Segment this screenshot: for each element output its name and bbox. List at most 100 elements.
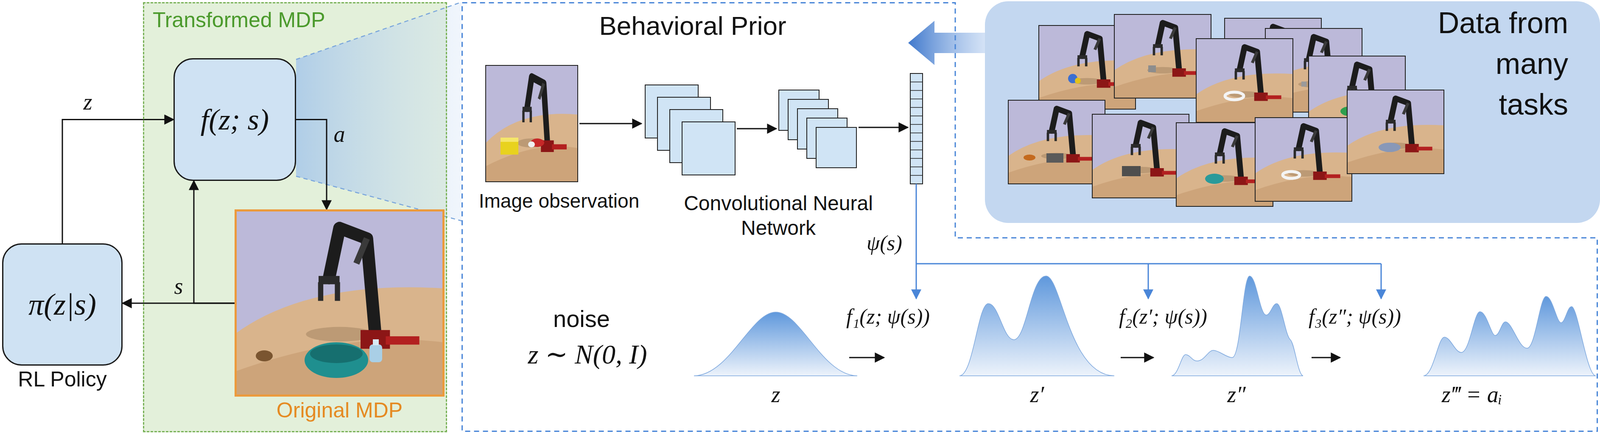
task-thumbnails: [1378, 142, 1401, 152]
edge-label: a: [333, 122, 346, 146]
environment-image: [310, 344, 363, 363]
cnn-layers: [816, 127, 857, 168]
policy-box: π(z|s)RL Policy: [2, 243, 123, 366]
conditioning-lines: [915, 183, 918, 299]
cnn-layers: [682, 121, 736, 175]
observation-image: [485, 65, 578, 182]
region-title: Behavioral Prior: [586, 10, 799, 41]
region-outline: [462, 2, 1598, 431]
distribution-curves: [693, 311, 858, 376]
noise-label: noise: [553, 305, 610, 332]
environment-image: [369, 344, 383, 362]
distribution-curves: [959, 275, 1115, 376]
flow-step-label: f₃(z″; ψ(s)): [1308, 304, 1402, 328]
function-label: f(z; s): [200, 102, 269, 137]
math-label: z ∼ N(0, I): [527, 339, 647, 370]
environment-image: [234, 209, 445, 397]
task-thumbnails: [1225, 92, 1244, 100]
flow-step-label: f₁(z; ψ(s)): [846, 304, 930, 328]
variable-label: z″: [1227, 381, 1246, 407]
task-thumbnails: [1282, 171, 1300, 179]
task-thumbnails: [1255, 117, 1352, 202]
task-thumbnails: [1092, 114, 1189, 198]
task-thumbnails: [1046, 153, 1064, 163]
region-outline: [461, 2, 1598, 432]
math-label: ψ(s): [866, 231, 903, 255]
data-flow-arrow: [908, 20, 985, 65]
conditioning-lines: [1147, 263, 1150, 299]
conditioning-lines: [1380, 263, 1382, 299]
flow-arrows: [849, 356, 1340, 359]
distribution-curves: [693, 275, 1596, 376]
cnn-layers: [645, 84, 857, 175]
task-thumbnails: [1301, 81, 1307, 87]
flow-arrows: [849, 356, 884, 359]
task-thumbnails: [1008, 14, 1444, 207]
variable-label: z: [771, 381, 781, 407]
environment-image: [304, 341, 369, 378]
task-thumbnails: [1347, 89, 1444, 174]
environment-frame: Original MDP: [234, 209, 445, 397]
observation-image: [485, 65, 578, 182]
policy-caption: RL Policy: [0, 366, 130, 392]
action-arrow: [62, 119, 174, 244]
task-thumbnails: [1255, 117, 1352, 202]
task-thumbnails: [1347, 89, 1444, 174]
feature-vector: [910, 73, 923, 184]
task-thumbnails: [1092, 114, 1189, 198]
conditioning-lines: [916, 183, 1382, 299]
cnn-arrows: [858, 126, 908, 129]
action-arrow: [296, 119, 327, 210]
region-band: Transformed MDP f(z; s) Original MDP: [142, 2, 448, 432]
environment-image: [255, 349, 273, 361]
task-thumbnails: [1008, 100, 1105, 184]
zoom-fan: [296, 2, 462, 221]
task-thumbnails: [1255, 117, 1352, 202]
task-thumbnails: [1205, 173, 1224, 184]
state-arrow: [193, 180, 235, 303]
environment-image: [372, 338, 379, 345]
flow-step-label: f₂(z′; ψ(s)): [1118, 304, 1208, 328]
cnn-arrows: [579, 123, 908, 129]
region-title: Transformed MDP: [152, 7, 326, 33]
variable-label: z‴ = aᵢ: [1441, 381, 1503, 407]
observation-image: [500, 137, 519, 155]
task-thumbnails: [1092, 114, 1189, 198]
prior-region: Behavioral Prior: [461, 2, 1598, 432]
observation-image: [528, 141, 535, 148]
observation-image: [500, 137, 519, 142]
observation-image: [485, 65, 578, 182]
policy-label: π(z|s): [28, 286, 97, 322]
edge-label: s: [173, 274, 183, 298]
task-thumbnails: [1148, 65, 1156, 73]
task-thumbnails: [1074, 77, 1081, 84]
feature-vector: [910, 81, 923, 176]
distribution-curves: [1171, 275, 1304, 376]
task-thumbnails: [1008, 100, 1105, 184]
network-caption: Convolutional Neural Network: [659, 190, 898, 240]
zoom-fan: [296, 2, 462, 221]
task-thumbnails: [1196, 38, 1293, 123]
variable-label: z′: [1030, 381, 1045, 407]
dataset-panel-fill: [984, 1, 1600, 223]
cnn-arrows: [579, 123, 642, 125]
task-thumbnails: [1347, 89, 1444, 174]
frame-caption: Original MDP: [236, 397, 443, 423]
environment-image: [234, 209, 445, 397]
feature-vector: [910, 73, 923, 184]
edge-label: z: [83, 90, 93, 114]
dataset-panel: Data from many tasks: [984, 1, 1598, 223]
task-thumbnails: [1196, 38, 1293, 123]
cnn-arrows: [736, 128, 777, 130]
panel-title: Data from many tasks: [1428, 2, 1569, 126]
image-caption: Image observation: [478, 190, 640, 212]
function-box: f(z; s): [173, 58, 297, 181]
zoom-fan: [296, 2, 462, 221]
flow-arrows: [1120, 356, 1154, 359]
flow-arrows: [1311, 356, 1340, 359]
task-thumbnails: [1196, 38, 1293, 123]
